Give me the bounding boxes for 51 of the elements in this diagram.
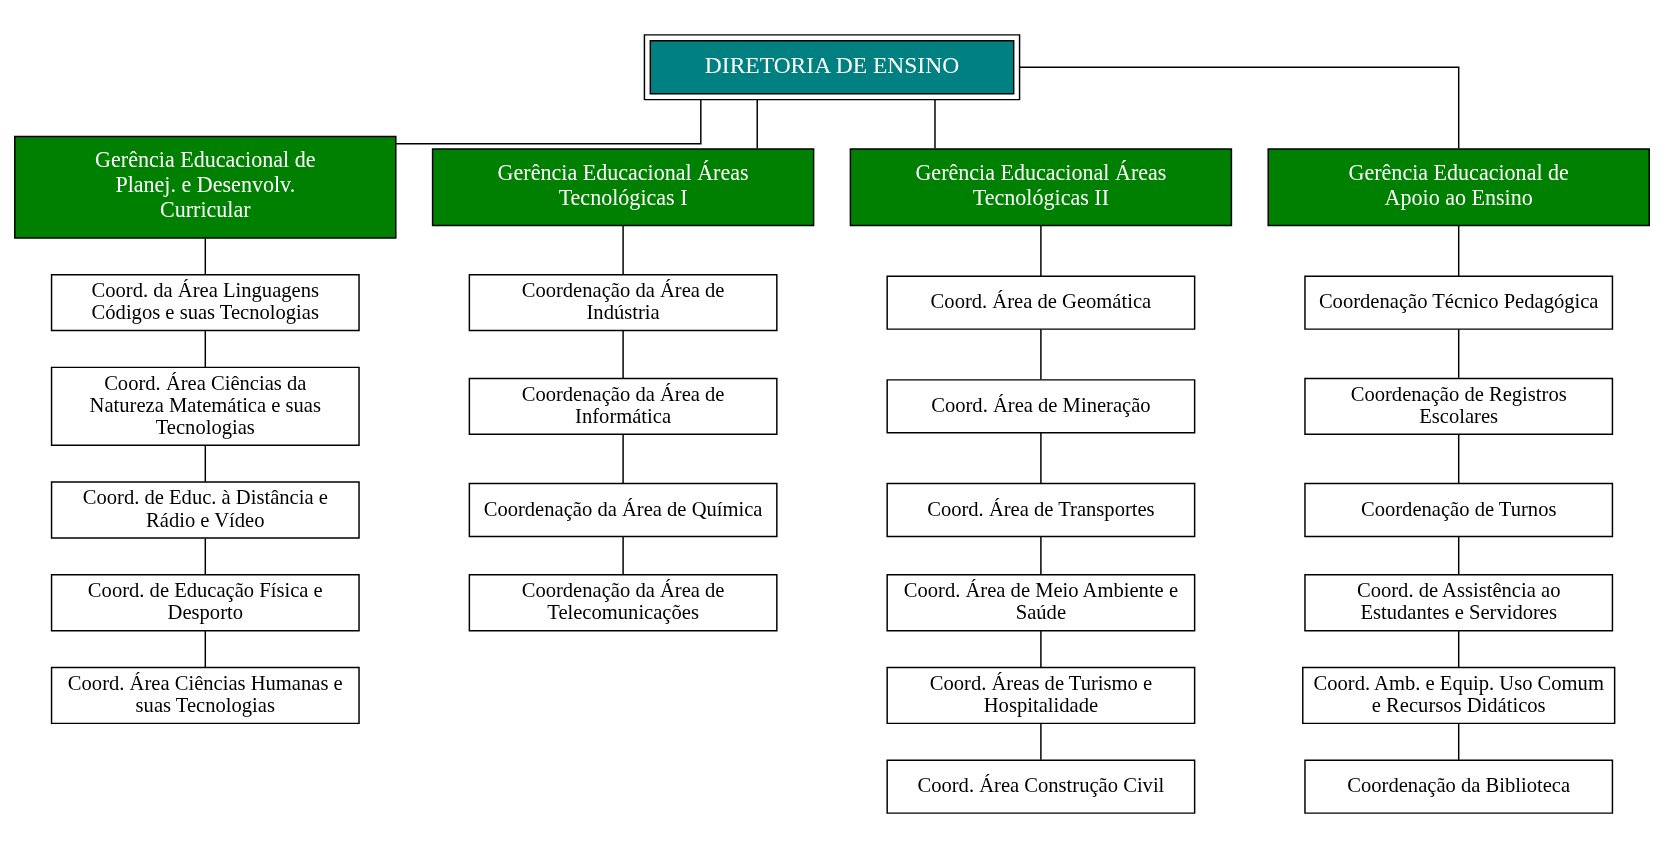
node-box: Coordenação da Área de Indústria <box>468 273 778 331</box>
connector <box>622 433 624 484</box>
node-box: Gerência Educacional Áreas Tecnológicas I <box>431 147 815 226</box>
node-box: Coordenação da Área de Química <box>468 482 778 537</box>
connector <box>204 537 207 575</box>
node-box: DIRETORIA DE ENSINO <box>643 33 1021 100</box>
node-box: Coordenação Técnico Pedagógica <box>1304 274 1614 330</box>
node-box: Coord. Área Ciências da Natureza Matemática e suas Tecnologias <box>50 366 360 446</box>
connector <box>622 535 624 575</box>
connector <box>622 224 624 275</box>
node-box: Coord. de Assistência ao Estudantes e Servidores <box>1304 573 1614 631</box>
node-box: Coord. Área Construção Civil <box>886 758 1196 814</box>
connector <box>1457 722 1460 761</box>
connector <box>395 98 702 144</box>
node-box: Coord. Área de Geomática <box>886 274 1196 330</box>
connector <box>204 329 207 368</box>
node-box: Coord. de Educação Física e Desporto <box>50 573 360 631</box>
connector <box>1040 328 1042 380</box>
node-box: Gerência Educacional de Apoio ao Ensino <box>1267 147 1650 226</box>
node-box: Coord. Área Ciências Humanas e suas Tecnologias <box>50 666 360 724</box>
connector <box>756 98 758 149</box>
connector <box>1018 66 1460 149</box>
connector <box>1040 722 1042 761</box>
node-box: Gerência Educacional Áreas Tecnológicas II <box>849 147 1233 226</box>
connector <box>204 629 207 668</box>
connector <box>1040 431 1042 484</box>
connector <box>1457 433 1460 484</box>
node-box: Coord. Amb. e Equip. Uso Comum e Recursos Didáticos <box>1302 666 1616 724</box>
node-box: Coord. de Educ. à Distância e Rádio e Vídeo <box>50 480 360 539</box>
connector <box>1457 328 1460 379</box>
connector <box>1040 629 1042 668</box>
connector <box>622 329 624 379</box>
connector <box>1457 224 1460 277</box>
node-box: Coord. Área de Mineração <box>886 378 1196 434</box>
node-box: Coordenação de Turnos <box>1304 482 1614 537</box>
connector <box>1040 224 1042 277</box>
node-box: Coordenação da Biblioteca <box>1304 758 1614 814</box>
node-box: Coordenação de Registros Escolares <box>1304 377 1614 435</box>
node-box: Coordenação da Área de Informática <box>468 377 778 435</box>
node-box: Coord. Área de Transportes <box>886 482 1196 537</box>
connector <box>1040 535 1042 575</box>
node-box: Coord. da Área Linguagens Códigos e suas Tecnologias <box>50 273 360 331</box>
connector <box>1457 629 1460 668</box>
connector <box>934 98 936 149</box>
connector <box>204 236 207 275</box>
node-box: Gerência Educacional de Planej. e Desenvolv. Curricular <box>14 135 397 239</box>
connector <box>204 444 207 483</box>
node-box: Coordenação da Área de Telecomunicações <box>468 573 778 631</box>
node-box: Coord. Área de Meio Ambiente e Saúde <box>886 573 1196 631</box>
node-box: Coord. Áreas de Turismo e Hospitalidade <box>886 666 1196 724</box>
connector <box>1457 535 1460 575</box>
